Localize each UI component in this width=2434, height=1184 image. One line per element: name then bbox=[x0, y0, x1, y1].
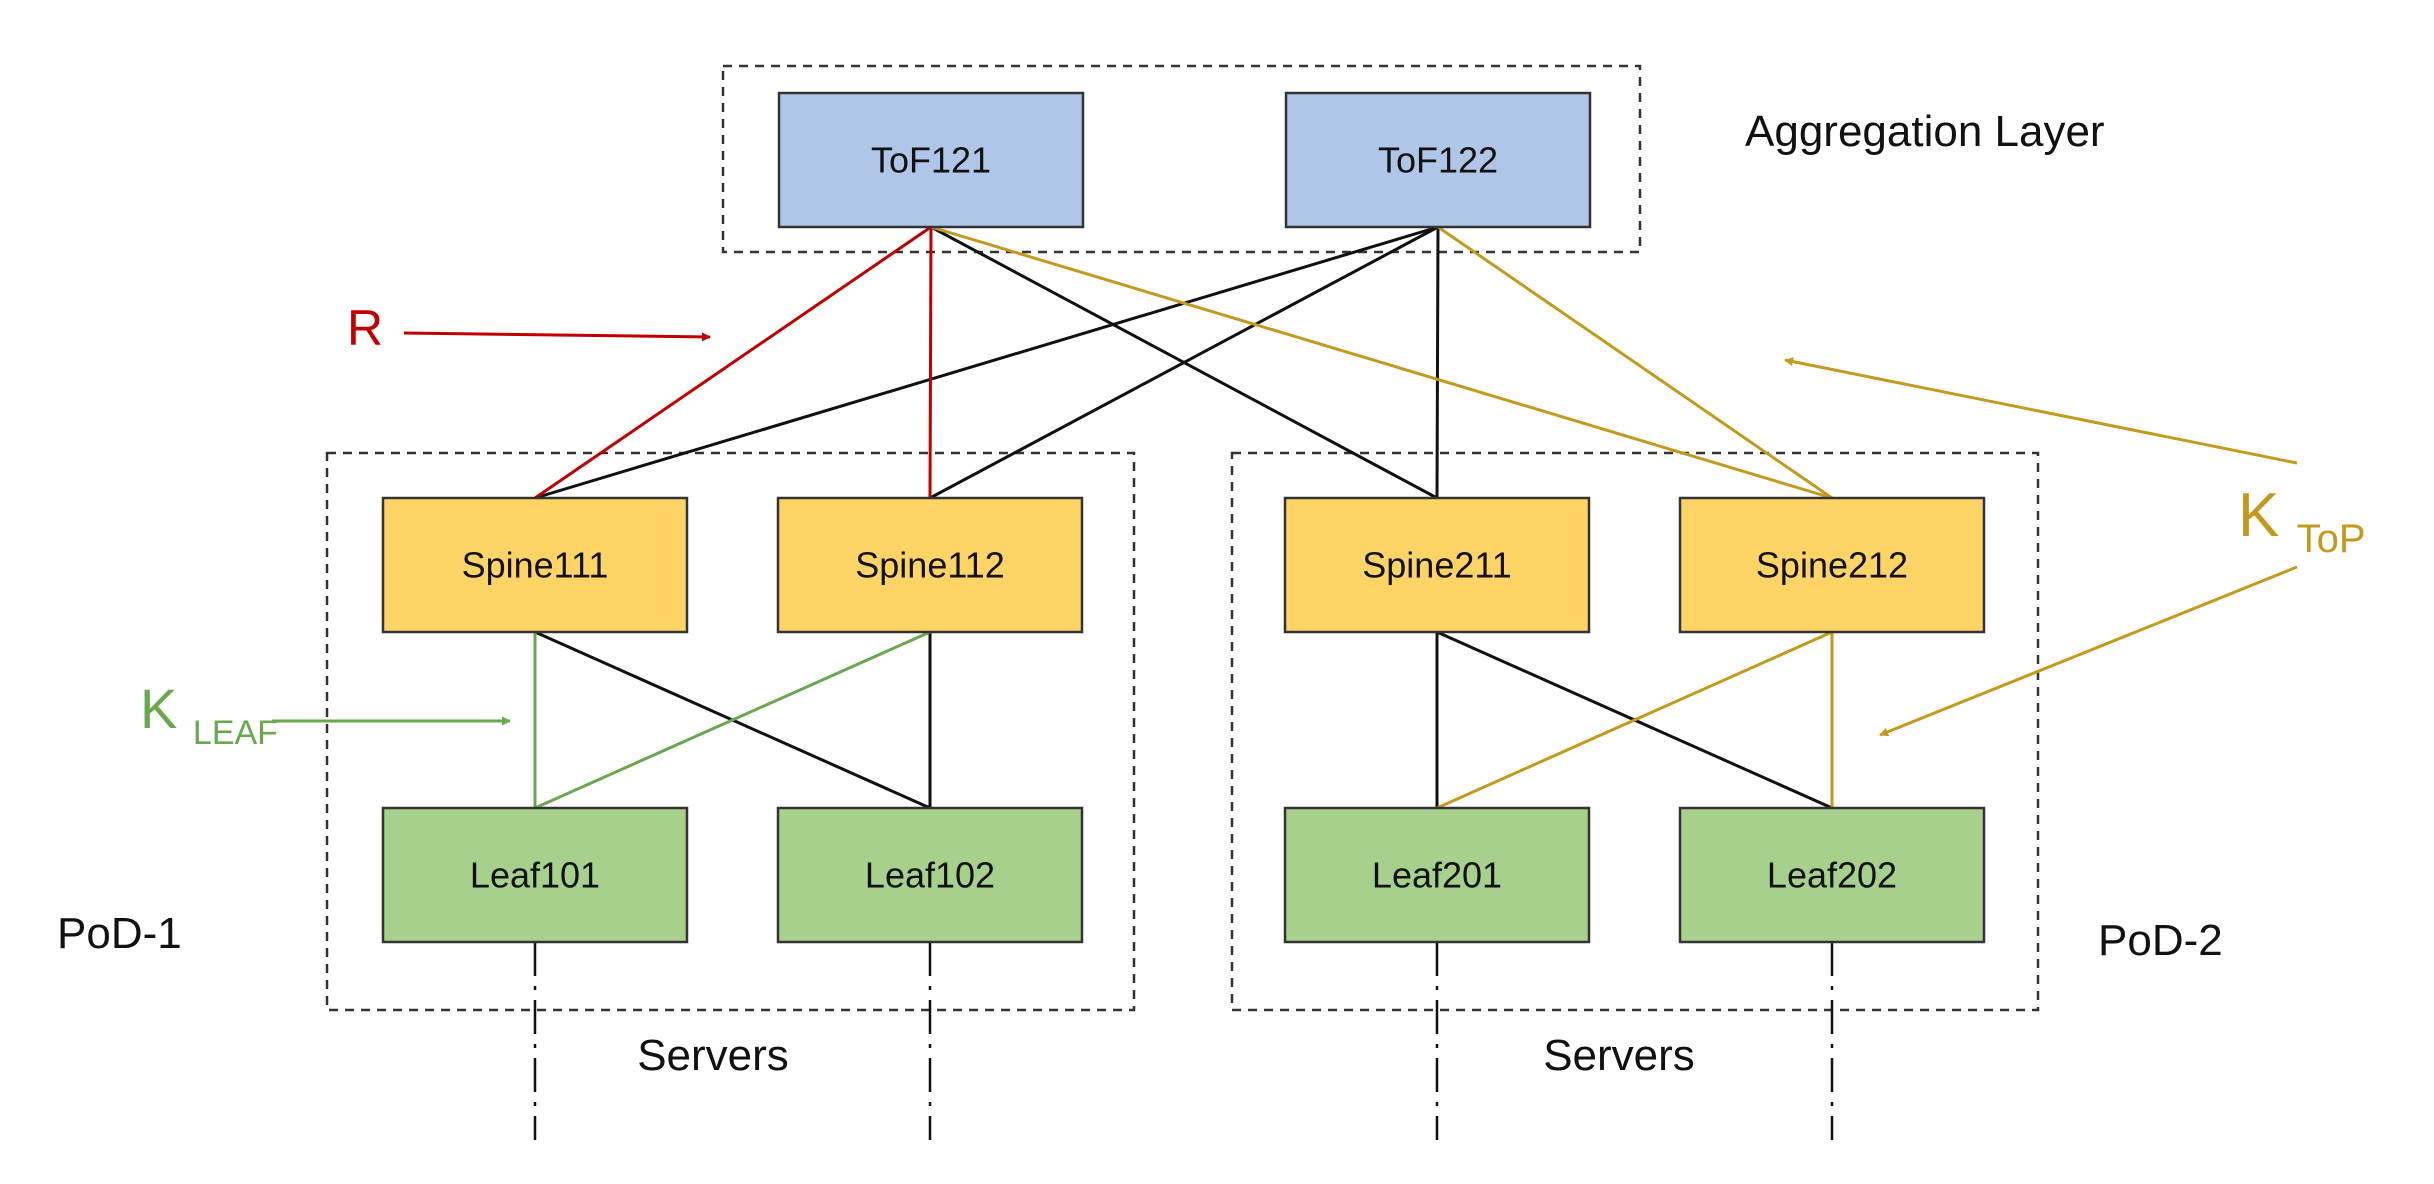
node-label: Leaf102 bbox=[865, 855, 995, 896]
link-tof121-spine212 bbox=[930, 225, 1833, 500]
aggregation-layer-box bbox=[721, 64, 1642, 254]
link-tof121-spine112 bbox=[928, 226, 933, 499]
links-layer bbox=[533, 225, 1834, 810]
pod-2-label: PoD-2 bbox=[2098, 916, 2223, 965]
pod-1-label: PoD-1 bbox=[57, 909, 182, 958]
pod-1-box bbox=[325, 451, 1136, 1012]
ktop-sub: ToP bbox=[2297, 517, 2366, 561]
ktop-main: K bbox=[2238, 481, 2279, 550]
ktop-annotation-arrow-lower bbox=[1879, 565, 2298, 737]
node-label: Spine111 bbox=[462, 545, 609, 586]
kleaf-main: K bbox=[140, 677, 177, 740]
link-spine212-leaf201 bbox=[1436, 630, 1833, 810]
kleaf-sub: LEAF bbox=[193, 714, 278, 752]
node-leaf101: Leaf101 bbox=[381, 806, 689, 944]
link-spine112-leaf101 bbox=[534, 630, 931, 810]
node-label: ToF121 bbox=[871, 140, 991, 181]
r-annotation-arrow bbox=[403, 331, 711, 342]
node-spine212: Spine212 bbox=[1678, 496, 1986, 634]
node-leaf201: Leaf201 bbox=[1283, 806, 1591, 944]
servers-label-pod-2: Servers bbox=[1543, 1031, 1695, 1080]
pod-2-box bbox=[1230, 451, 2040, 1012]
node-leaf202: Leaf202 bbox=[1678, 806, 1986, 944]
node-label: ToF122 bbox=[1378, 140, 1498, 181]
node-leaf102: Leaf102 bbox=[776, 806, 1084, 944]
link-tof122-spine112 bbox=[929, 225, 1439, 500]
link-tof122-spine212 bbox=[1437, 225, 1833, 500]
node-tof122: ToF122 bbox=[1284, 91, 1592, 229]
link-tof121-spine111 bbox=[534, 225, 932, 500]
server-lines bbox=[533, 942, 1834, 1140]
kleaf-annotation-label: K LEAF bbox=[140, 677, 278, 752]
node-label: Leaf202 bbox=[1767, 855, 1897, 896]
node-label: Leaf201 bbox=[1372, 855, 1502, 896]
node-label: Leaf101 bbox=[470, 855, 600, 896]
node-label: Spine212 bbox=[1756, 545, 1908, 586]
link-tof122-spine111 bbox=[534, 225, 1439, 500]
node-spine211: Spine211 bbox=[1283, 496, 1591, 634]
link-tof122-spine211 bbox=[1435, 226, 1440, 499]
node-spine111: Spine111 bbox=[381, 496, 689, 634]
ktop-annotation-arrow-upper bbox=[1784, 357, 2298, 465]
ktop-annotation-label: K ToP bbox=[2238, 481, 2366, 561]
r-annotation-label: R bbox=[347, 300, 383, 356]
node-spine112: Spine112 bbox=[776, 496, 1084, 634]
node-tof121: ToF121 bbox=[777, 91, 1085, 229]
servers-label-pod-1: Servers bbox=[637, 1031, 789, 1080]
node-label: Spine112 bbox=[855, 545, 1004, 586]
node-label: Spine211 bbox=[1362, 545, 1511, 586]
aggregation-layer-label: Aggregation Layer bbox=[1745, 107, 2105, 156]
